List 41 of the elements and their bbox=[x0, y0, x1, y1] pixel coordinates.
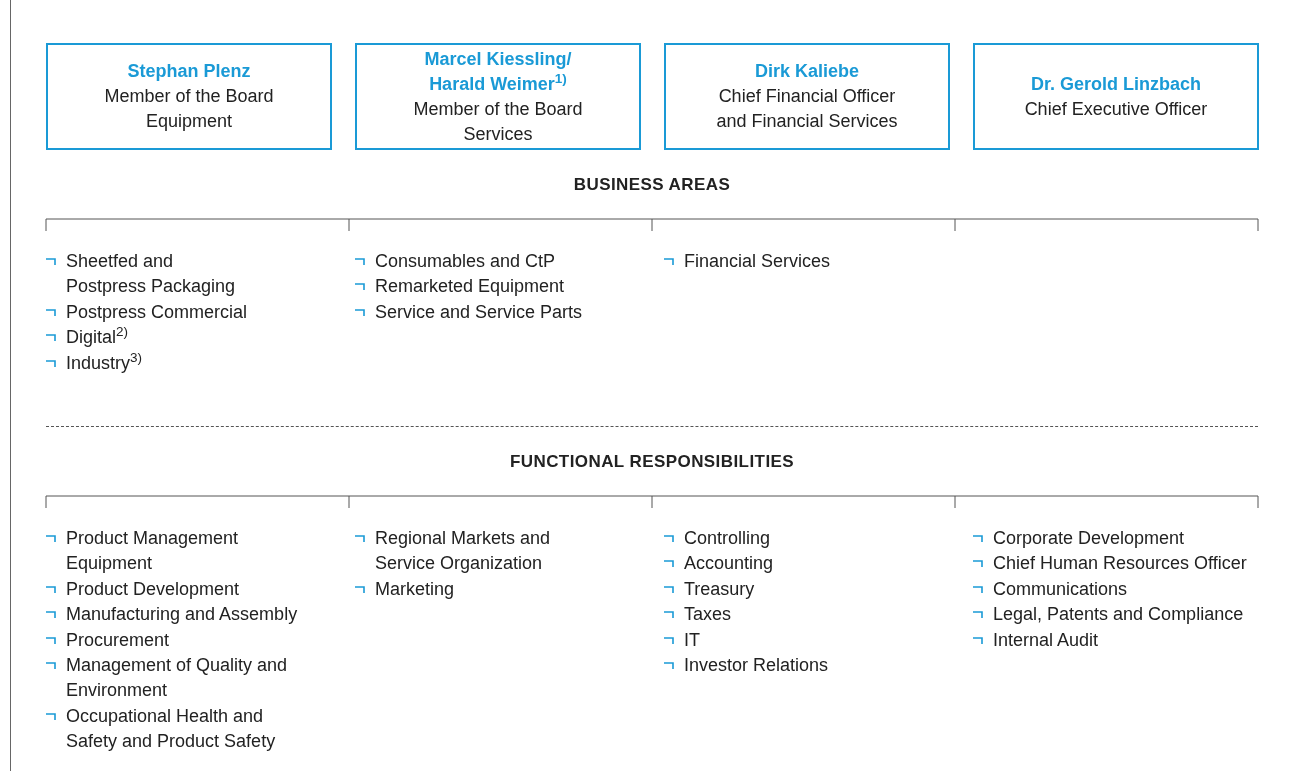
role-text: Member of the Board Services bbox=[412, 97, 584, 146]
list-item: Service and Service Parts bbox=[375, 301, 583, 322]
list-item: Product Development bbox=[66, 578, 240, 599]
list-item: Regional Markets and Service Organization bbox=[375, 528, 551, 574]
list-item: Accounting bbox=[684, 553, 774, 574]
list-item: Manufacturing and Assembly bbox=[66, 604, 298, 625]
person-box bbox=[973, 43, 1259, 150]
person-name: Dirk Kaliebe bbox=[754, 60, 859, 83]
list-item: Industry$^{3)}$ bbox=[66, 352, 143, 373]
list-item: Remarketed Equipment bbox=[375, 276, 565, 297]
list-item: Internal Audit bbox=[993, 629, 1099, 650]
section-heading: FUNCTIONAL RESPONSIBILITIES bbox=[509, 451, 795, 473]
list-item: Corporate Development bbox=[993, 528, 1185, 548]
list-item: Digital$^{2)}$ bbox=[66, 327, 129, 348]
section-heading: BUSINESS AREAS bbox=[573, 174, 731, 196]
list-item: Legal, Patents and Compliance bbox=[993, 604, 1244, 625]
list-item: Product Management Equipment bbox=[66, 528, 239, 574]
person-box bbox=[46, 43, 332, 150]
role-text: Member of the Board Equipment bbox=[103, 85, 275, 133]
list-item: Investor Relations bbox=[684, 655, 829, 675]
role-text: Chief Financial Officer and Financial Services bbox=[715, 85, 899, 133]
list-item: Treasury bbox=[684, 578, 755, 599]
person-box bbox=[355, 43, 641, 150]
person-name: Marcel Kiessling/ Harald Weimer$^{1)}$ bbox=[423, 47, 573, 96]
list-item: Consumables and CtP bbox=[375, 251, 556, 271]
list-item: Occupational Health and Safety and Product Safety bbox=[66, 705, 276, 752]
list-item: Chief Human Resources Officer bbox=[993, 553, 1247, 574]
list-item: IT bbox=[684, 629, 700, 650]
list-item: Management of Quality and Environment bbox=[66, 655, 288, 701]
list-item: Procurement bbox=[66, 629, 170, 650]
list-item: Financial Services bbox=[684, 251, 831, 271]
list-item: Taxes bbox=[684, 604, 732, 625]
list-item: Sheetfed and Postpress Packaging bbox=[66, 251, 236, 297]
list-item: Communications bbox=[993, 578, 1128, 599]
role-text: Chief Executive Officer bbox=[1024, 97, 1208, 121]
list-item: Marketing bbox=[375, 578, 455, 599]
list-item: Controlling bbox=[684, 528, 771, 548]
person-name: Stephan Plenz bbox=[127, 60, 251, 83]
person-box bbox=[664, 43, 950, 150]
person-name: Dr. Gerold Linzbach bbox=[1031, 72, 1201, 96]
list-item: Postpress Commercial bbox=[66, 301, 248, 322]
